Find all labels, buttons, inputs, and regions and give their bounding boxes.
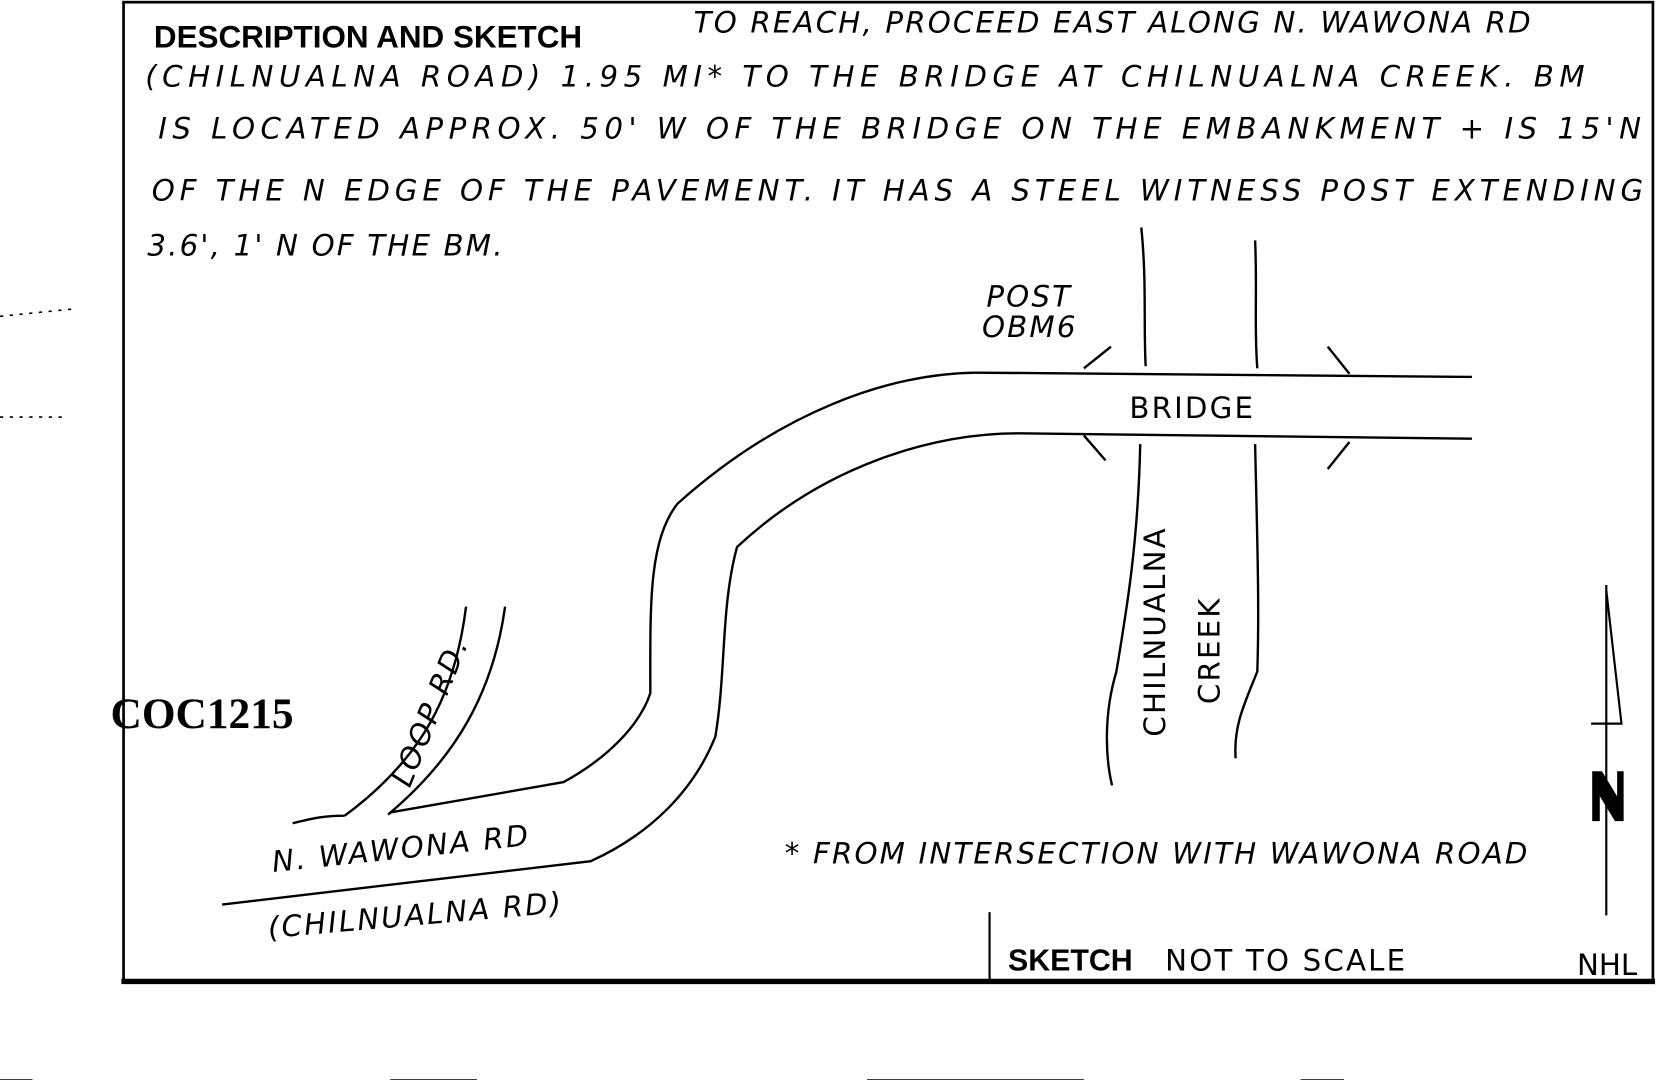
description-line-1: TO REACH, PROCEED EAST ALONG N. WAWONA R… [694, 6, 1533, 40]
footer-sketch-label: SKETCH [1008, 945, 1133, 978]
road-label: N. WAWONA RD [270, 818, 532, 879]
creek-label-1: CHILNUALNA [1138, 526, 1172, 736]
creek-lines [1105, 227, 1260, 786]
footer-scale-note: NOT TO SCALE [1165, 944, 1407, 978]
description-line-4: OF THE N EDGE OF THE PAVEMENT. IT HAS A … [152, 173, 1646, 207]
header-label: DESCRIPTION AND SKETCH [154, 20, 582, 55]
footer-initials: NHL [1577, 948, 1638, 982]
road-outline [222, 345, 1472, 906]
loop-road-label: LOOP RD. [385, 632, 476, 791]
stamp-number: COC1215 [111, 690, 294, 738]
bridge-label: BRIDGE [1129, 391, 1255, 425]
sheet-border [122, 0, 1655, 983]
creek-label-2: CREEK [1192, 596, 1226, 704]
footnote: * FROM INTERSECTION WITH WAWONA ROAD [785, 836, 1530, 870]
description-line-2: (CHILNUALNA ROAD) 1.95 MI* TO THE BRIDGE… [145, 60, 1587, 94]
north-arrow-icon [1591, 584, 1624, 916]
description-line-3: IS LOCATED APPROX. 50' W OF THE BRIDGE O… [158, 112, 1643, 146]
description-line-5: 3.6', 1' N OF THE BM. [147, 229, 504, 263]
post-label: POST [986, 280, 1072, 314]
bm-label: OBM6 [982, 310, 1078, 344]
scan-artifacts [0, 307, 1345, 1080]
